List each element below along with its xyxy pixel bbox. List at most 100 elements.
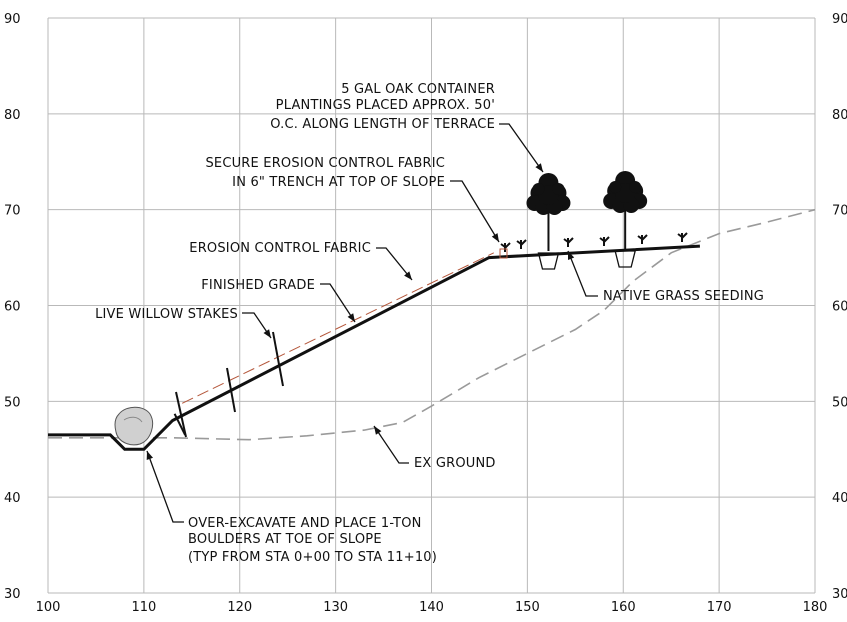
- oak-tree-icon: [526, 173, 571, 251]
- x-tick-label: 170: [707, 600, 732, 615]
- ex-ground-leader: [373, 425, 409, 464]
- willow-leader: [242, 312, 272, 339]
- y-tick-label-right: 40: [832, 491, 847, 506]
- trench-label-line2: IN 6" TRENCH AT TOP OF SLOPE: [232, 175, 445, 190]
- grass-blade: [603, 236, 610, 243]
- leader-line: [450, 180, 500, 243]
- y-tick-label-left: 90: [4, 12, 21, 27]
- grass-blade: [500, 243, 506, 248]
- y-tick-label-left: 70: [4, 204, 21, 219]
- tree-canopy-blob: [629, 181, 642, 193]
- leader-arrowhead: [146, 451, 153, 460]
- y-tick-label-right: 80: [832, 108, 847, 123]
- leader-line: [567, 250, 598, 297]
- y-tick-label-left: 50: [4, 395, 21, 410]
- y-tick-label-right: 60: [832, 300, 847, 315]
- fabric-label: EROSION CONTROL FABRIC: [189, 241, 371, 256]
- grass-blade: [520, 239, 527, 246]
- grass-blade: [677, 233, 683, 238]
- finished-grade-line: [48, 244, 700, 451]
- fabric-trench-icon: [499, 248, 508, 259]
- oak-label-line2: PLANTINGS PLACED APPROX. 50': [276, 98, 495, 113]
- grass-seeding-label: NATIVE GRASS SEEDING: [603, 289, 764, 304]
- grid: [47, 17, 816, 594]
- boulder-leader: [146, 450, 184, 523]
- tree-canopy-blob: [532, 183, 545, 195]
- grass-blade: [504, 242, 511, 249]
- leader-arrowhead: [491, 233, 499, 242]
- oak-label-line3: O.C. ALONG LENGTH OF TERRACE: [270, 117, 495, 132]
- boulder-label-line3: (TYP FROM STA 0+00 TO STA 11+10): [188, 550, 437, 565]
- grass-leader: [567, 250, 598, 297]
- erosion-fabric-line: [181, 252, 495, 404]
- tree-canopy-blob: [552, 183, 565, 195]
- leader-line: [242, 312, 272, 339]
- symbols: [114, 171, 688, 446]
- willow-stakes-label: LIVE WILLOW STAKES: [95, 307, 238, 322]
- x-tick-label: 130: [323, 600, 348, 615]
- grass-blade: [599, 237, 605, 242]
- existing-ground-line: [48, 208, 816, 441]
- x-tick-label: 160: [611, 600, 636, 615]
- grass-tuft-icon: [516, 239, 527, 249]
- grass-blade: [637, 235, 643, 240]
- willow-stake-icon: [226, 367, 236, 413]
- grass-blade: [681, 232, 688, 239]
- y-tick-label-right: 50: [832, 395, 847, 410]
- leader-arrowhead: [404, 271, 412, 280]
- leader-line: [320, 283, 356, 323]
- grass-tuft-icon: [637, 234, 648, 244]
- leader-line: [376, 247, 413, 281]
- grass-tuft-icon: [563, 237, 574, 247]
- planting-pit-icon: [537, 252, 560, 270]
- boulder-label-line1: OVER-EXCAVATE AND PLACE 1-TON: [188, 516, 422, 531]
- callout-labels: 5 GAL OAK CONTAINER PLANTINGS PLACED APP…: [95, 82, 764, 565]
- trench-leader: [450, 180, 500, 243]
- leader-arrowhead: [347, 313, 355, 322]
- finished-grade-leader: [320, 283, 356, 323]
- boulder-label-line2: BOULDERS AT TOE OF SLOPE: [188, 532, 382, 547]
- ex-ground-label: EX GROUND: [414, 456, 496, 471]
- y-tick-label-left: 30: [4, 587, 21, 602]
- grass-tuft-icon: [677, 232, 688, 242]
- leader-line: [146, 450, 184, 523]
- finished-grade-label: FINISHED GRADE: [201, 278, 315, 293]
- x-tick-label: 180: [803, 600, 828, 615]
- tree-canopy-blob: [609, 181, 622, 193]
- y-tick-label-left: 60: [4, 300, 21, 315]
- leader-arrowhead: [263, 329, 271, 338]
- grass-blade: [516, 240, 522, 245]
- leader-arrowhead: [568, 251, 575, 260]
- leaders: [146, 123, 598, 523]
- x-tick-label: 120: [227, 600, 252, 615]
- leader-arrowhead: [374, 426, 382, 435]
- grass-blade: [641, 234, 648, 241]
- y-tick-label-right: 70: [832, 204, 847, 219]
- y-tick-label-right: 90: [832, 12, 847, 27]
- toe-trench-line: [173, 413, 186, 436]
- leader-line: [373, 425, 409, 464]
- oak-label-line1: 5 GAL OAK CONTAINER: [341, 82, 495, 97]
- willow-stake-icon: [175, 391, 187, 438]
- grass-blade: [567, 237, 574, 244]
- x-tick-label: 100: [36, 600, 61, 615]
- x-tick-label: 150: [515, 600, 540, 615]
- x-tick-label: 140: [419, 600, 444, 615]
- boulder-icon-shade: [123, 416, 143, 423]
- willow-stake-icon: [272, 331, 284, 387]
- x-tick-label: 110: [131, 600, 156, 615]
- grass-tuft-icon: [500, 242, 511, 252]
- trench-label-line1: SECURE EROSION CONTROL FABRIC: [205, 156, 445, 171]
- planting-pit-icon: [614, 250, 636, 268]
- oak-tree-icon: [603, 171, 648, 249]
- fabric-leader: [376, 247, 413, 281]
- leader-line: [499, 123, 544, 173]
- y-tick-label-left: 80: [4, 108, 21, 123]
- oak-leader: [499, 123, 544, 173]
- leader-arrowhead: [535, 163, 543, 172]
- grass-blade: [563, 238, 569, 243]
- profiles: [48, 208, 816, 451]
- y-tick-label-right: 30: [832, 587, 847, 602]
- y-tick-label-left: 40: [4, 491, 21, 506]
